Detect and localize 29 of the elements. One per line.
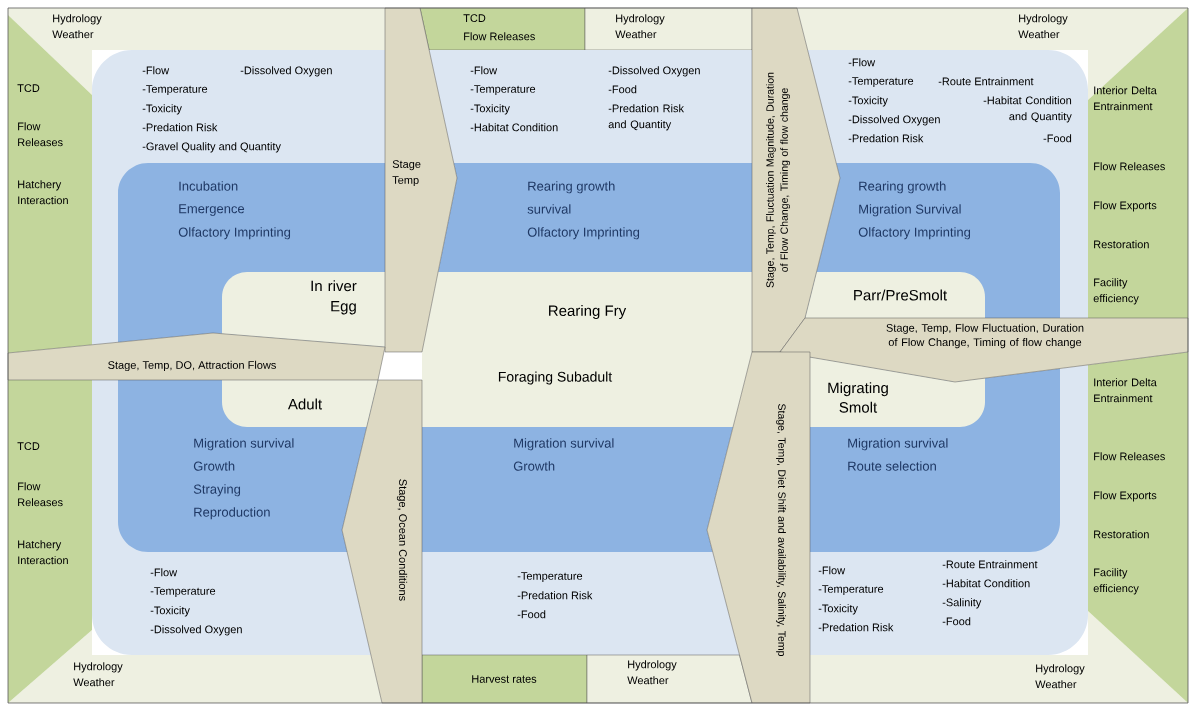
- edge-label: Stage, Temp, Flow Fluctuation, Duration of Flow Change, Timing of flow change: [886, 323, 1084, 349]
- side-band: Harvest rates: [421, 654, 588, 704]
- stage-tab: Parr/PreSmolt: [805, 272, 985, 318]
- chevron-arrow: [384, 7, 458, 353]
- node-label: Foraging Subadult: [498, 371, 613, 385]
- factor-region: -Temperature -Predation Risk -Food: [422, 552, 740, 655]
- stage-tab: Adult: [222, 380, 378, 427]
- edge-label: Stage Temp: [392, 160, 421, 187]
- side-band: Interior Delta Entrainment Flow Releases Flow Exports Restoration Facility efficiency: [1088, 352, 1188, 703]
- stage-band: Rearing Fry: [422, 272, 752, 352]
- edge-label: Stage, Temp, Diet Shift and availability, Salinity, Temp: [776, 404, 786, 656]
- node-label: Rearing Fry: [549, 305, 627, 319]
- edge-label: Stage, Temp, DO, Attraction Flows: [108, 360, 276, 372]
- stage-band: Foraging Subadult: [422, 352, 752, 427]
- chevron-arrow: [779, 317, 1189, 383]
- panel: Hydrology Weather: [584, 7, 753, 51]
- process-region: Migration survival Growth: [422, 427, 733, 552]
- chevron-arrow: [706, 351, 811, 704]
- panel: Hydrology Weather: [586, 654, 753, 704]
- side-band: Interior Delta Entrainment Flow Releases Flow Exports Restoration Facility efficiency: [1088, 8, 1188, 318]
- chevron-arrow: [341, 379, 423, 704]
- side-band: TCD Flow Releases: [419, 7, 586, 51]
- stage-tab: Migrating Smolt: [810, 357, 985, 427]
- process-region: Rearing growth survival Olfactory Imprinting: [438, 163, 752, 272]
- edge-label: Stage, Ocean Conditions: [396, 479, 408, 601]
- chevron-arrow: [751, 7, 841, 353]
- edge-label: Stage, Temp, Fluctuation Magnitude, Duration of Flow Change, Timing of flow change: [766, 72, 790, 288]
- factor-region: -Flow -Temperature -Toxicity -Habitat Condition -Dissolved Oxygen -Food -Predation Risk and Quantity: [429, 50, 752, 163]
- chevron-arrow: [7, 332, 386, 381]
